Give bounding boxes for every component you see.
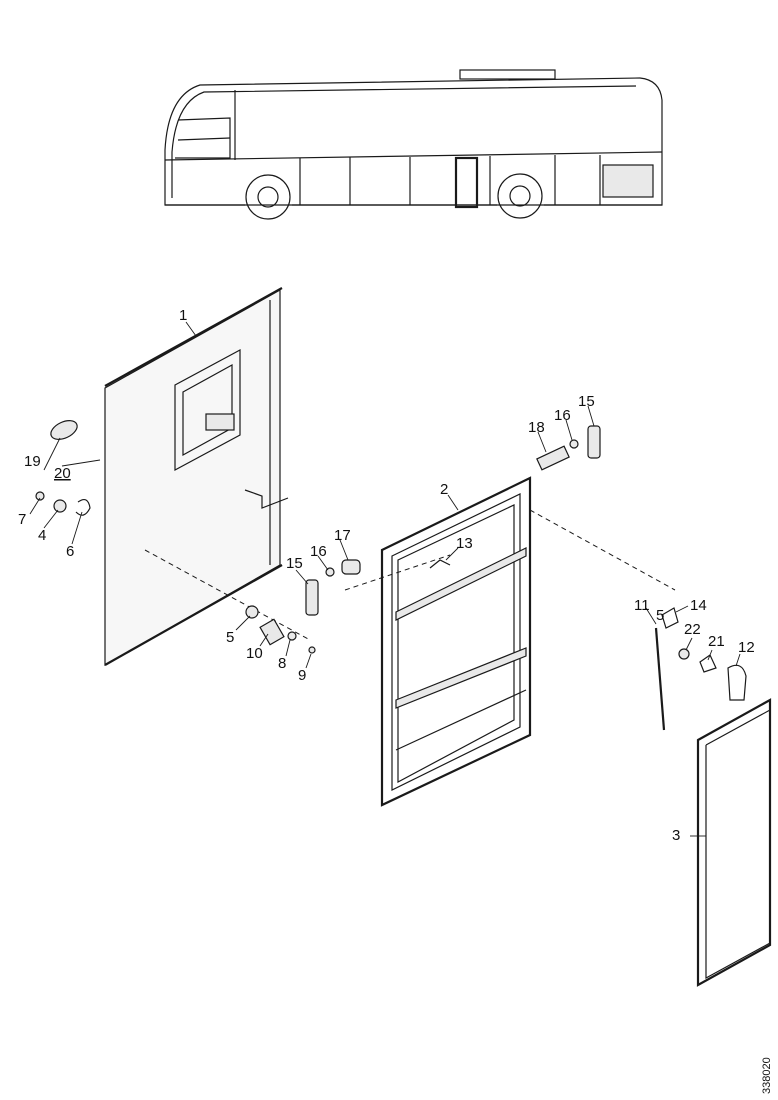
part-21 bbox=[699, 654, 717, 673]
bus-overview bbox=[164, 69, 663, 220]
callout-19: 19 bbox=[24, 453, 41, 470]
part-16-right bbox=[569, 439, 579, 449]
part-8 bbox=[287, 631, 297, 641]
callout-14: 14 bbox=[690, 597, 707, 614]
drawing-code: 338020 bbox=[761, 1057, 773, 1094]
door-seal bbox=[696, 698, 772, 987]
part-5 bbox=[245, 605, 259, 619]
callout-16-left: 16 bbox=[310, 543, 327, 560]
callout-10: 10 bbox=[246, 645, 263, 662]
part-4 bbox=[53, 499, 67, 513]
rear-wheel bbox=[497, 173, 543, 219]
highlight-door-marker bbox=[454, 156, 479, 209]
callout-18: 18 bbox=[528, 419, 545, 436]
callout-12: 12 bbox=[738, 639, 755, 656]
part-10 bbox=[259, 618, 285, 646]
leader-lines bbox=[29, 321, 741, 837]
callout-9: 9 bbox=[298, 667, 306, 684]
door-frame bbox=[344, 476, 676, 807]
callout-17: 17 bbox=[334, 527, 351, 544]
part-15-left bbox=[305, 579, 319, 616]
part-14 bbox=[661, 607, 679, 629]
door-panel bbox=[104, 287, 311, 667]
callout-8: 8 bbox=[278, 655, 286, 672]
part-6 bbox=[75, 498, 91, 516]
part-15-right bbox=[587, 425, 601, 459]
callout-16-right: 16 bbox=[554, 407, 571, 424]
front-wheel bbox=[245, 174, 291, 220]
callout-1: 1 bbox=[179, 307, 187, 324]
callout-11: 11 bbox=[634, 597, 650, 614]
callout-4: 4 bbox=[38, 527, 46, 544]
callout-13: 13 bbox=[456, 535, 473, 552]
part-22 bbox=[678, 648, 690, 660]
callout-7: 7 bbox=[18, 511, 26, 528]
callout-2: 2 bbox=[440, 481, 448, 498]
callout-15-left: 15 bbox=[286, 555, 303, 572]
callout-labels: 1 2 3 4 5 5 6 7 8 9 10 11 12 13 14 15 15… bbox=[18, 307, 755, 844]
callout-21: 21 bbox=[708, 633, 725, 650]
callout-15-right: 15 bbox=[578, 393, 595, 410]
part-13 bbox=[429, 559, 451, 569]
part-18 bbox=[536, 445, 570, 471]
part-11-strut bbox=[654, 627, 666, 731]
callout-5-right: 5 bbox=[656, 607, 664, 624]
callout-5-left: 5 bbox=[226, 629, 234, 646]
part-12 bbox=[727, 664, 747, 701]
part-19-cap bbox=[50, 420, 78, 440]
callout-22: 22 bbox=[684, 621, 701, 638]
callout-6: 6 bbox=[66, 543, 74, 560]
callout-20: 20 bbox=[54, 465, 71, 482]
callout-3: 3 bbox=[672, 827, 680, 844]
part-9 bbox=[308, 646, 316, 654]
part-7 bbox=[35, 491, 45, 501]
part-17 bbox=[341, 559, 361, 575]
